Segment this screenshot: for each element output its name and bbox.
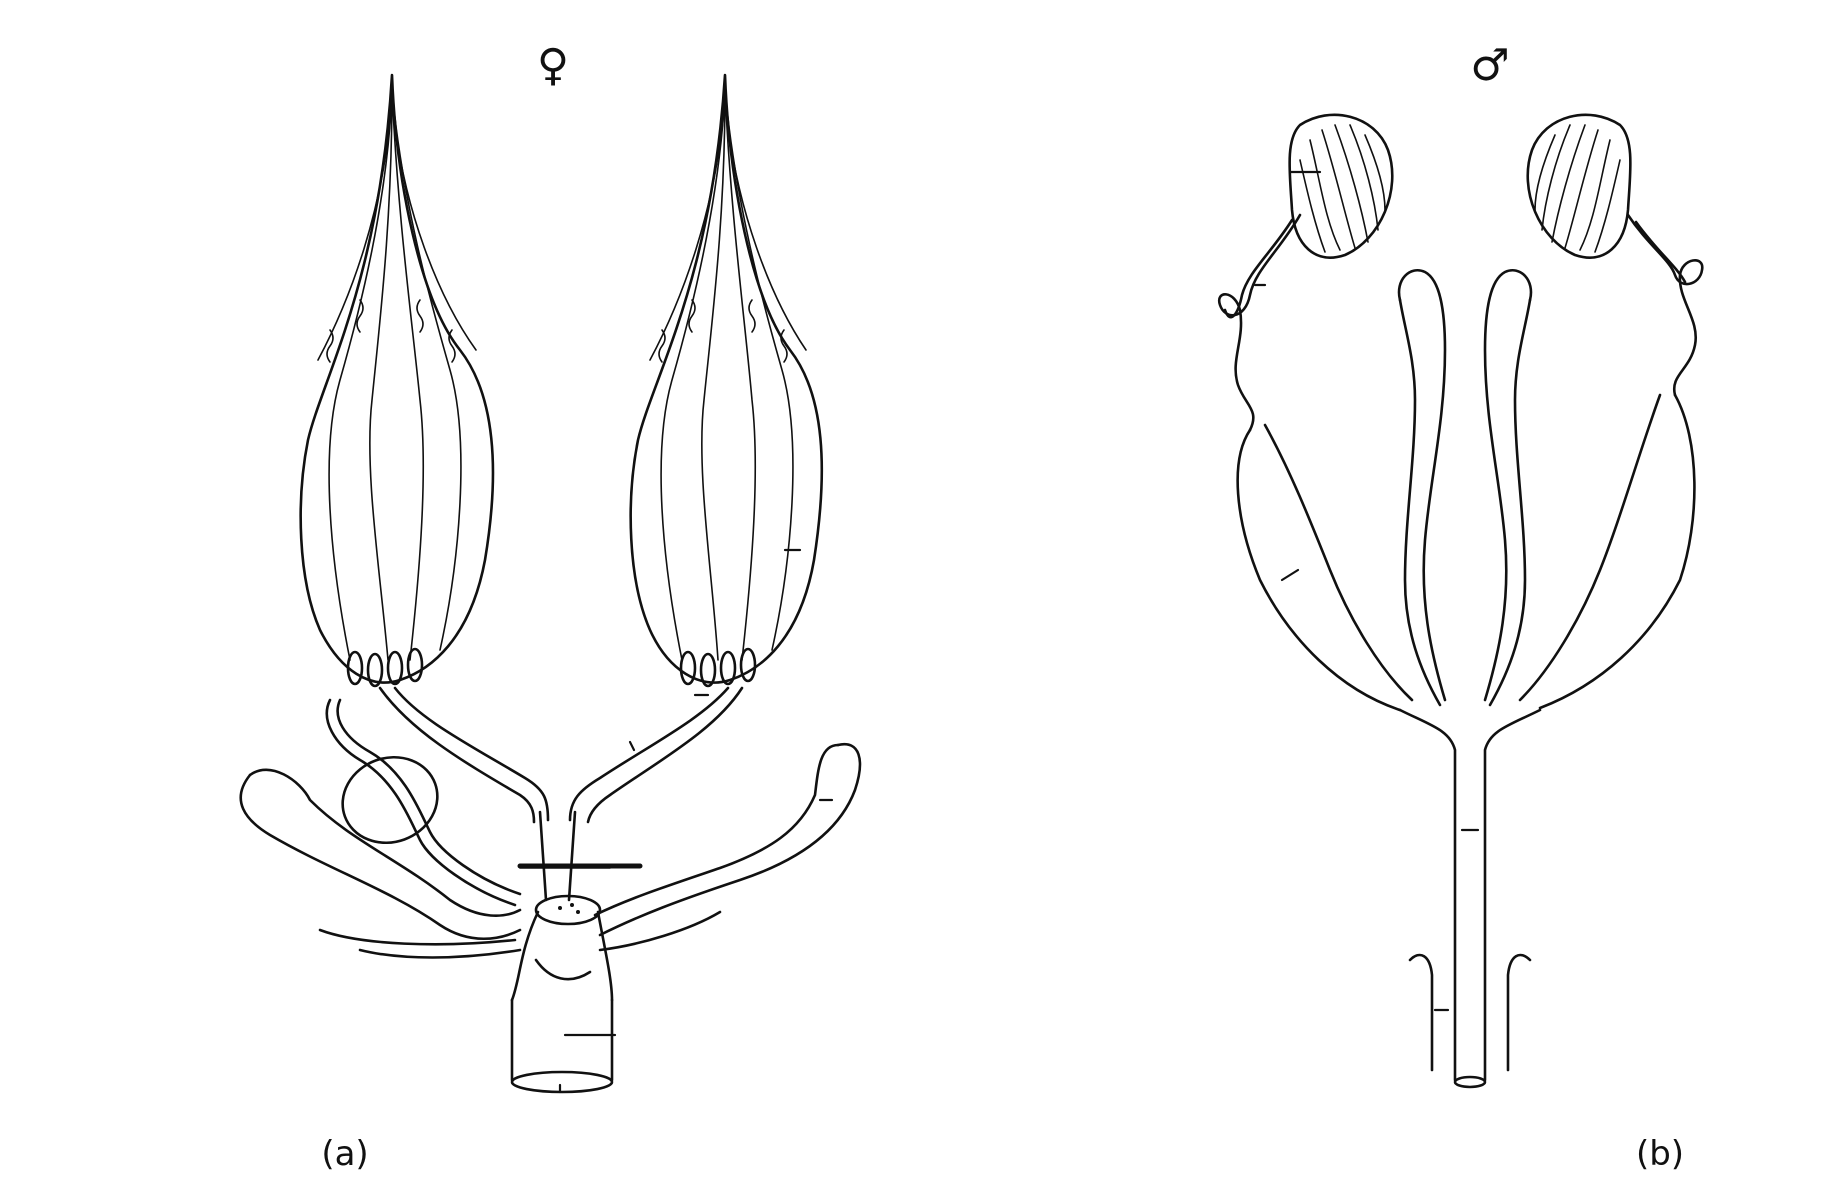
- vasa-deferentia: [1217, 213, 1704, 432]
- common-oviduct: [517, 810, 643, 902]
- left-testis: [1288, 113, 1394, 259]
- seminal-vesicles: [1236, 393, 1696, 712]
- panel-a-leader-ticks: [558, 548, 834, 1094]
- panel-a-female-system: ♀: [239, 40, 862, 1174]
- male-symbol: ♂: [1470, 40, 1509, 91]
- spermatheca: [325, 698, 522, 907]
- accessory-glands: [239, 742, 862, 959]
- left-ovary: [299, 73, 495, 688]
- panel-b-male-system: ♂: [1217, 40, 1704, 1174]
- genital-chamber: [510, 894, 614, 1094]
- right-testis: [1526, 113, 1632, 259]
- ejaculatory-duct: [1398, 708, 1542, 1089]
- lateral-oviducts: [378, 686, 744, 824]
- panel-b-label: (b): [1636, 1134, 1684, 1174]
- panel-a-label: (a): [321, 1134, 368, 1174]
- right-ovary: [629, 73, 824, 688]
- female-symbol: ♀: [537, 40, 569, 91]
- accessory-glands-male: [1397, 269, 1533, 707]
- panel-b-leader-ticks: [1253, 170, 1480, 1012]
